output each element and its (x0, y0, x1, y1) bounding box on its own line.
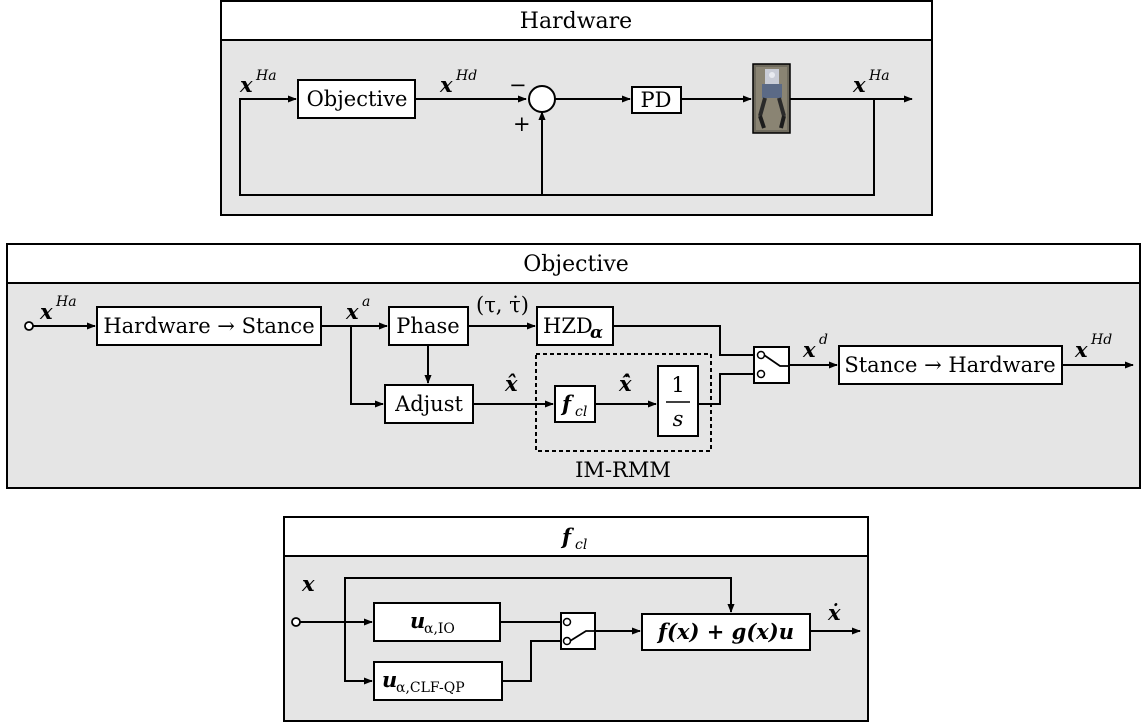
hw-desired-label: x (439, 72, 453, 97)
u-clf-label: u (382, 667, 397, 692)
hardware-panel: Hardware x Ha Objective x Hd − + PD (221, 1, 932, 215)
obj-output-sup: Hd (1090, 332, 1112, 348)
tau-label: (τ, τ̇) (476, 293, 529, 317)
fcl-switch-icon (561, 613, 595, 649)
dynamics-label: f(x) + g(x)u (656, 619, 794, 644)
u-io-label: u (410, 608, 425, 633)
hw-objective-label: Objective (307, 87, 408, 111)
objective-switch-icon (754, 347, 789, 383)
xd-sup: d (819, 332, 828, 348)
obj-input-terminal (25, 322, 33, 330)
summing-junction (529, 86, 555, 112)
obj-input-label: x (39, 299, 53, 324)
minus-sign: − (509, 73, 527, 97)
u-io-sub: α,IO (424, 621, 455, 637)
xd-label: x (802, 337, 816, 362)
xhatdot-label: ẋ̂ (618, 371, 632, 396)
fcl-sub: cl (575, 404, 587, 420)
stance-to-hw-label: Stance → Hardware (844, 353, 1055, 377)
fcl-input-label: x (301, 571, 315, 596)
xa-label: x (345, 299, 359, 324)
hardware-panel-title: Hardware (520, 9, 632, 34)
hw-input-sup: Ha (255, 68, 277, 84)
phase-label: Phase (396, 314, 459, 338)
plus-sign: + (513, 112, 531, 136)
fcl-output-label: ẋ (827, 600, 841, 625)
integrator-num: 1 (671, 373, 684, 397)
fcl-input-terminal (292, 618, 300, 626)
hzd-sub: α (590, 323, 603, 343)
xa-sup: a (362, 294, 370, 310)
fcl-panel: f cl x u α,IO u α,CLF-QP f(x) + g(x)u ẋ (284, 517, 868, 721)
hw-output-label: x (852, 72, 866, 97)
integrator-den: s (673, 407, 684, 431)
robot-photo-icon (753, 64, 790, 133)
u-clf-sub: α,CLF-QP (396, 680, 465, 696)
obj-input-sup: Ha (55, 294, 77, 310)
hw-input-label: x (239, 72, 253, 97)
pd-label: PD (641, 88, 672, 112)
hw-output-sup: Ha (868, 68, 890, 84)
objective-panel: Objective x Ha Hardware → Stance x a Pha… (7, 244, 1140, 488)
hw-to-stance-label: Hardware → Stance (103, 314, 314, 338)
fcl-panel-title-sub: cl (575, 537, 587, 553)
xhat-label: x̂ (504, 371, 518, 396)
hw-desired-sup: Hd (455, 68, 477, 84)
adjust-label: Adjust (394, 392, 463, 416)
objective-panel-title: Objective (523, 252, 629, 277)
obj-output-label: x (1074, 337, 1088, 362)
hzd-label: HZD (543, 314, 593, 338)
imrmm-label: IM-RMM (575, 458, 671, 482)
